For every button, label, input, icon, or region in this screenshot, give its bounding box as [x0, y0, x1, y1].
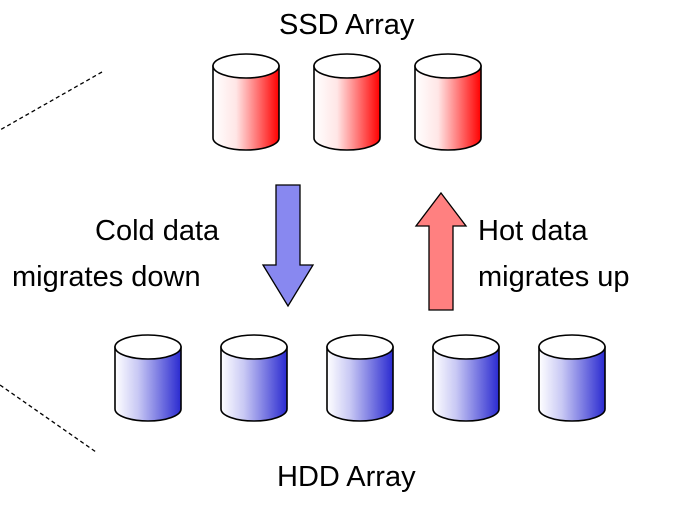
up-arrow	[414, 191, 468, 311]
ssd-disk-3	[414, 53, 482, 151]
hdd-disk-3	[326, 334, 394, 422]
hdd-disk-1	[114, 334, 182, 422]
dashed-line-bottom	[0, 384, 97, 453]
cold-data-line2: migrates down	[12, 261, 201, 293]
hot-data-line2: migrates up	[478, 261, 630, 293]
hdd-disk-4	[432, 334, 500, 422]
dashed-line-top	[0, 71, 103, 131]
down-arrow	[261, 184, 315, 308]
hot-data-line1: Hot data	[478, 215, 588, 247]
hdd-disk-2	[220, 334, 288, 422]
cold-data-line1: Cold data	[95, 215, 220, 247]
ssd-array-label: SSD Array	[279, 9, 415, 41]
ssd-disk-1	[212, 53, 280, 151]
hdd-disk-5	[538, 334, 606, 422]
ssd-disk-2	[313, 53, 381, 151]
hdd-array-label: HDD Array	[277, 461, 416, 493]
